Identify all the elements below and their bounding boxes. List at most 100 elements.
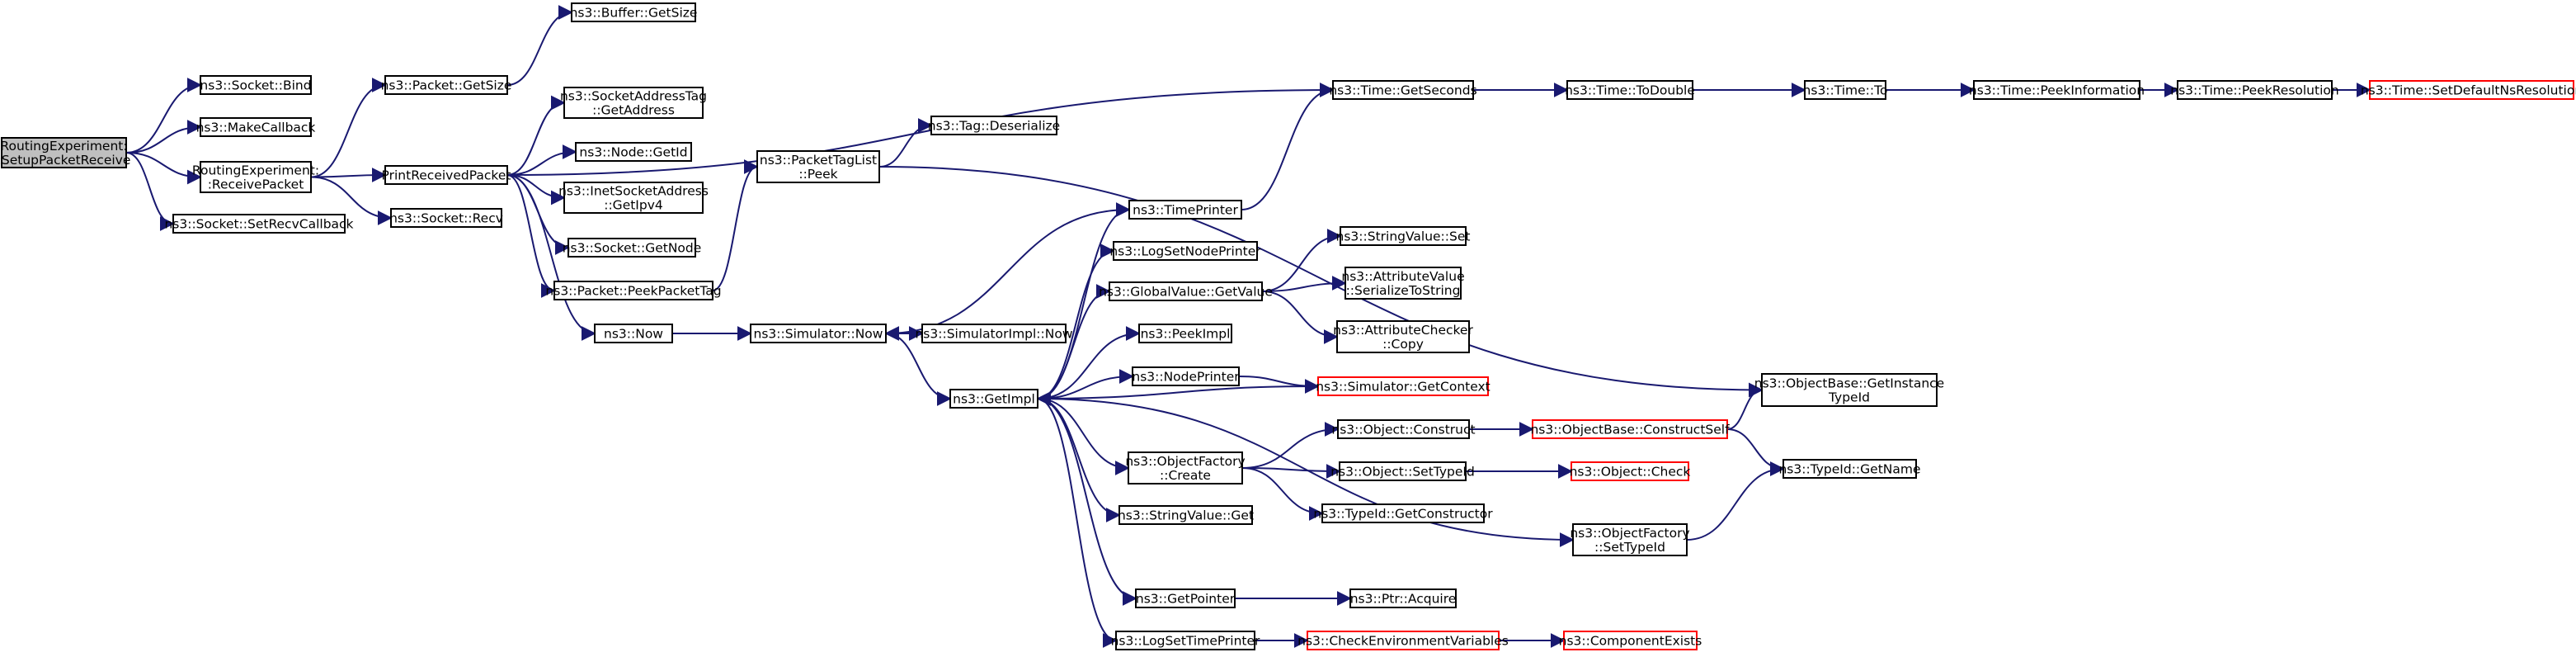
edge-setup-to-makecb — [125, 120, 202, 154]
node-typeidgetctor[interactable]: ns3::TypeId::GetConstructor — [1313, 503, 1493, 523]
node-box — [1336, 320, 1470, 353]
node-objfactsettid[interactable]: ns3::ObjectFactory::SetTypeId — [1570, 523, 1690, 556]
edge-arrow — [1686, 461, 1785, 541]
node-box — [756, 150, 880, 183]
node-nodeprinter[interactable]: ns3::NodePrinter — [1132, 366, 1240, 386]
node-bufsize[interactable]: ns3::Buffer::GetSize — [570, 2, 698, 22]
node-label: ns3::Buffer::GetSize — [570, 6, 698, 21]
node-objcheck[interactable]: ns3::Object::Check — [1570, 461, 1691, 481]
node-setup[interactable]: RoutingExperiment::SetupPacketReceive — [0, 137, 130, 168]
node-label: ns3::InetSocketAddress — [558, 184, 709, 199]
node-strvalset[interactable]: ns3::StringValue::Set — [1336, 226, 1471, 246]
edge-arrow — [1037, 398, 1130, 475]
node-simnow[interactable]: ns3::Simulator::Now — [750, 324, 887, 343]
edge-arrow — [712, 159, 759, 291]
edge-arrow — [1241, 83, 1335, 210]
node-getnode[interactable]: ns3::Socket::GetNode — [563, 238, 702, 258]
node-label: ns3::CheckEnvironmentVariables — [1297, 634, 1509, 649]
node-label: :ReceivePacket — [208, 177, 304, 192]
node-compexists[interactable]: ns3::ComponentExists — [1559, 631, 1702, 650]
node-label: ns3::Now — [604, 327, 663, 342]
node-timeprinter[interactable]: ns3::TimePrinter — [1128, 200, 1242, 220]
node-box — [1571, 461, 1689, 481]
node-label: ns3::StringValue::Get — [1118, 508, 1254, 523]
node-box — [1337, 419, 1470, 439]
node-ptracquire[interactable]: ns3::Ptr::Acquire — [1349, 588, 1457, 608]
node-objbaseconstruct[interactable]: ns3::ObjectBase::ConstructSelf — [1530, 419, 1730, 439]
node-sockrecv[interactable]: ns3::Socket::Recv — [389, 208, 503, 228]
node-todouble[interactable]: ns3::Time::ToDouble — [1565, 80, 1695, 100]
node-lognodeprinter[interactable]: ns3::LogSetNodePrinter — [1109, 241, 1261, 261]
edges-layer — [125, 5, 2371, 648]
node-box — [1761, 373, 1938, 407]
node-label: ::Copy — [1382, 337, 1424, 352]
node-label: ns3::Ptr::Acquire — [1350, 592, 1457, 607]
node-printrecv[interactable]: PrintReceivedPacket — [382, 165, 511, 185]
edge-arrow — [125, 120, 202, 154]
node-satag[interactable]: ns3::SocketAddressTag::GetAddress — [560, 87, 707, 119]
node-checkenv[interactable]: ns3::CheckEnvironmentVariables — [1297, 631, 1509, 650]
node-label: :SetupPacketReceive — [0, 153, 130, 168]
node-typeidgetname[interactable]: ns3::TypeId::GetName — [1778, 459, 1921, 479]
edge-getimpl-to-nodeprinter — [1037, 369, 1134, 399]
edge-gvgetvalue-to-attrser — [1261, 276, 1347, 292]
edge-simgetctx-to-getimpl — [1036, 385, 1319, 406]
node-setrecvcb[interactable]: ns3::Socket::SetRecvCallback — [164, 214, 354, 234]
node-box — [571, 2, 696, 22]
node-box — [1782, 459, 1917, 479]
node-ptlpeek[interactable]: ns3::PacketTagList::Peek — [756, 150, 880, 183]
node-gvgetvalue[interactable]: ns3::GlobalValue::GetValue — [1099, 281, 1273, 301]
node-simimplnow[interactable]: ns3::SimulatorImpl::Now — [915, 324, 1073, 343]
node-label: ns3::TypeId::GetConstructor — [1313, 507, 1493, 522]
node-label: ns3::PeekImpl — [1141, 327, 1231, 342]
edge-arrow — [1037, 398, 1118, 648]
node-makecb[interactable]: ns3::MakeCallback — [196, 117, 316, 137]
edge-getimpl-to-getpointer — [1037, 398, 1137, 606]
node-strvalget[interactable]: ns3::StringValue::Get — [1118, 505, 1254, 525]
node-label: ns3::Time::SetDefaultNsResolution — [2361, 83, 2576, 98]
node-getseconds[interactable]: ns3::Time::GetSeconds — [1329, 80, 1477, 100]
node-label: ns3::Tag::Deserialize — [928, 119, 1060, 134]
node-getimpl[interactable]: ns3::GetImpl — [949, 389, 1038, 409]
node-peekimpl[interactable]: ns3::PeekImpl — [1138, 324, 1232, 343]
node-getpointer[interactable]: ns3::GetPointer — [1135, 588, 1236, 608]
node-inetip[interactable]: ns3::InetSocketAddress::GetIpv4 — [558, 182, 709, 214]
node-peekpkt[interactable]: ns3::Packet::PeekPacketTag — [545, 281, 722, 300]
node-box — [1317, 376, 1489, 396]
node-peekres[interactable]: ns3::Time::PeekResolution — [2170, 80, 2339, 100]
node-setdefres[interactable]: ns3::Time::SetDefaultNsResolution — [2361, 80, 2576, 100]
node-objfactcreate[interactable]: ns3::ObjectFactory::Create — [1125, 451, 1246, 484]
node-label: ns3::Object::SetTypeId — [1330, 465, 1475, 480]
node-tagdes[interactable]: ns3::Tag::Deserialize — [928, 116, 1060, 135]
edge-gvgetvalue-to-strvalset — [1261, 229, 1342, 292]
node-now[interactable]: ns3::Now — [594, 324, 673, 343]
edge-arrow — [506, 174, 566, 206]
node-bind[interactable]: ns3::Socket::Bind — [200, 75, 312, 95]
node-objsettypeid[interactable]: ns3::Object::SetTypeId — [1330, 461, 1475, 481]
node-nodeid[interactable]: ns3::Node::GetId — [575, 142, 692, 162]
edge-arrow — [1241, 422, 1340, 469]
node-attrser[interactable]: ns3::AttributeValue::SerializeToString — [1341, 267, 1465, 300]
edge-getimpl-to-timeprinter — [1037, 202, 1131, 399]
node-pktsize[interactable]: ns3::Packet::GetSize — [381, 75, 512, 95]
node-box — [172, 214, 346, 234]
node-box — [575, 142, 692, 162]
node-objconstruct[interactable]: ns3::Object::Construct — [1331, 419, 1476, 439]
node-recvpkt[interactable]: RoutingExperiment::ReceivePacket — [192, 161, 319, 193]
node-label: ns3::SocketAddressTag — [560, 89, 707, 104]
node-label: ns3::Packet::PeekPacketTag — [545, 284, 721, 299]
edge-arrow — [125, 78, 202, 154]
node-timeto[interactable]: ns3::Time::To — [1803, 80, 1888, 100]
node-peekinfo[interactable]: ns3::Time::PeekInformation — [1969, 80, 2145, 100]
node-simgetctx[interactable]: ns3::Simulator::GetContext — [1316, 376, 1491, 396]
node-label: ns3::Simulator::GetContext — [1316, 380, 1491, 395]
edge-arrow — [1261, 291, 1339, 344]
node-box — [1572, 523, 1688, 556]
node-label: ::Peek — [798, 167, 837, 182]
node-logtimeprinter[interactable]: ns3::LogSetTimePrinter — [1111, 631, 1260, 650]
edge-getimpl-to-strvalget — [1037, 398, 1121, 522]
node-attrcopy[interactable]: ns3::AttributeChecker::Copy — [1333, 320, 1473, 353]
edge-arrow — [125, 152, 175, 231]
